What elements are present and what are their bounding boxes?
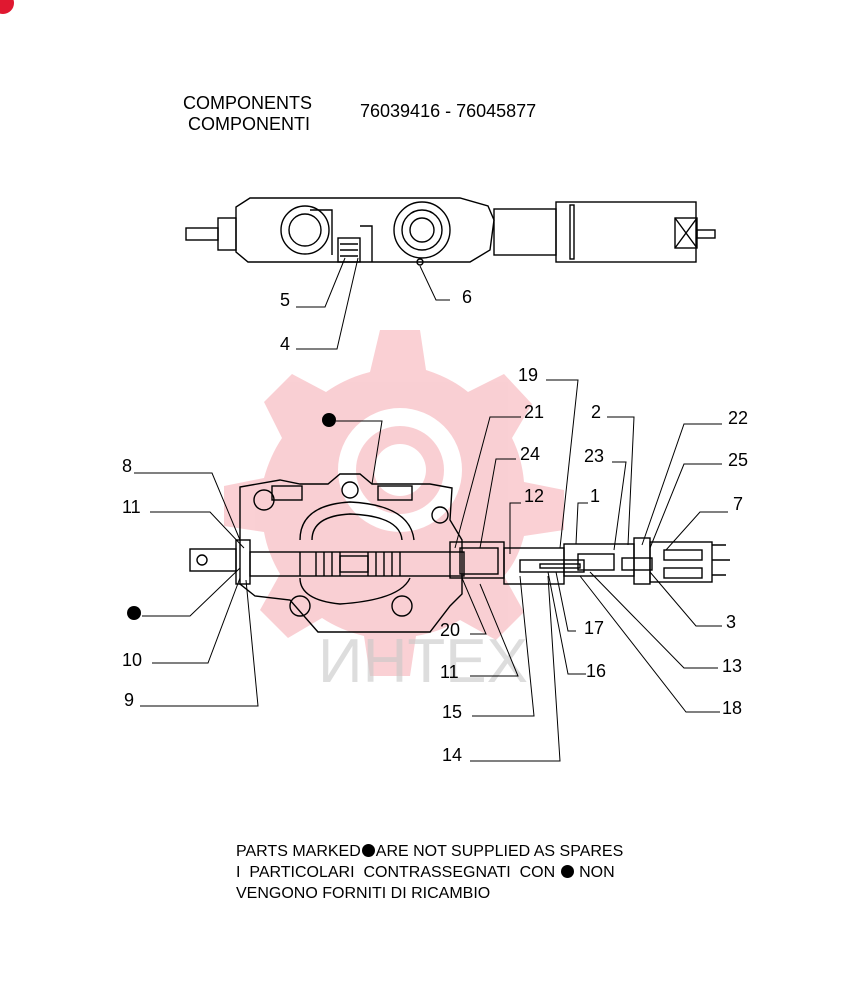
note-line-2-pre: I PARTICOLARI CONTRASSEGNATI CON [236, 864, 556, 881]
callout-1: 1 [590, 486, 600, 506]
not-supplied-marker [127, 606, 141, 620]
callout-12: 12 [524, 486, 544, 506]
corner-logo-mark [0, 0, 14, 14]
note-line-2-post: NON [579, 864, 615, 881]
callout-3: 3 [726, 612, 736, 632]
note-line-2: I PARTICOLARI CONTRASSEGNATI CON NON [236, 862, 615, 884]
callout-5: 5 [280, 290, 290, 310]
callout-16: 16 [586, 661, 606, 681]
watermark-text: ИНТЕХ [318, 627, 528, 696]
part-numbers: 76039416 - 76045877 [360, 101, 537, 121]
callout-labels: 5 4 6 19 21 2 22 24 23 25 8 12 1 7 11 20… [122, 287, 748, 765]
callout-17: 17 [584, 618, 604, 638]
note-line-1: PARTS MARKED ARE NOT SUPPLIED AS SPARES [236, 841, 623, 863]
callout-24: 24 [520, 444, 540, 464]
callout-8: 8 [122, 456, 132, 476]
not-supplied-dot-icon [560, 865, 574, 878]
callout-13: 13 [722, 656, 742, 676]
leader-lines [134, 257, 728, 762]
note-line-3: VENGONO FORNITI DI RICAMBIO [236, 885, 491, 902]
top-view-valve [185, 197, 716, 266]
title-english: COMPONENTS [183, 93, 313, 113]
callout-2: 2 [591, 402, 601, 422]
callout-14: 14 [442, 745, 462, 765]
callout-22: 22 [728, 408, 748, 428]
callout-15: 15 [442, 702, 462, 722]
callout-23: 23 [584, 446, 604, 466]
callout-19: 19 [518, 365, 538, 385]
not-supplied-dot-icon [361, 844, 375, 857]
callout-20: 20 [440, 620, 460, 640]
callout-21: 21 [524, 402, 544, 422]
callout-25: 25 [728, 450, 748, 470]
title-italian: COMPONENTI [188, 114, 311, 134]
callout-18: 18 [722, 698, 742, 718]
callout-9: 9 [124, 690, 134, 710]
callout-7: 7 [733, 494, 743, 514]
callout-4: 4 [280, 334, 290, 354]
callout-10: 10 [122, 650, 142, 670]
not-supplied-marker [322, 413, 336, 427]
section-view-valve [189, 473, 730, 633]
note-line-1-pre: PARTS MARKED [236, 843, 361, 860]
callout-11: 11 [122, 497, 141, 517]
callout-11: 11 [440, 662, 459, 682]
note-line-1-post: ARE NOT SUPPLIED AS SPARES [375, 843, 624, 860]
callout-6: 6 [462, 287, 472, 307]
